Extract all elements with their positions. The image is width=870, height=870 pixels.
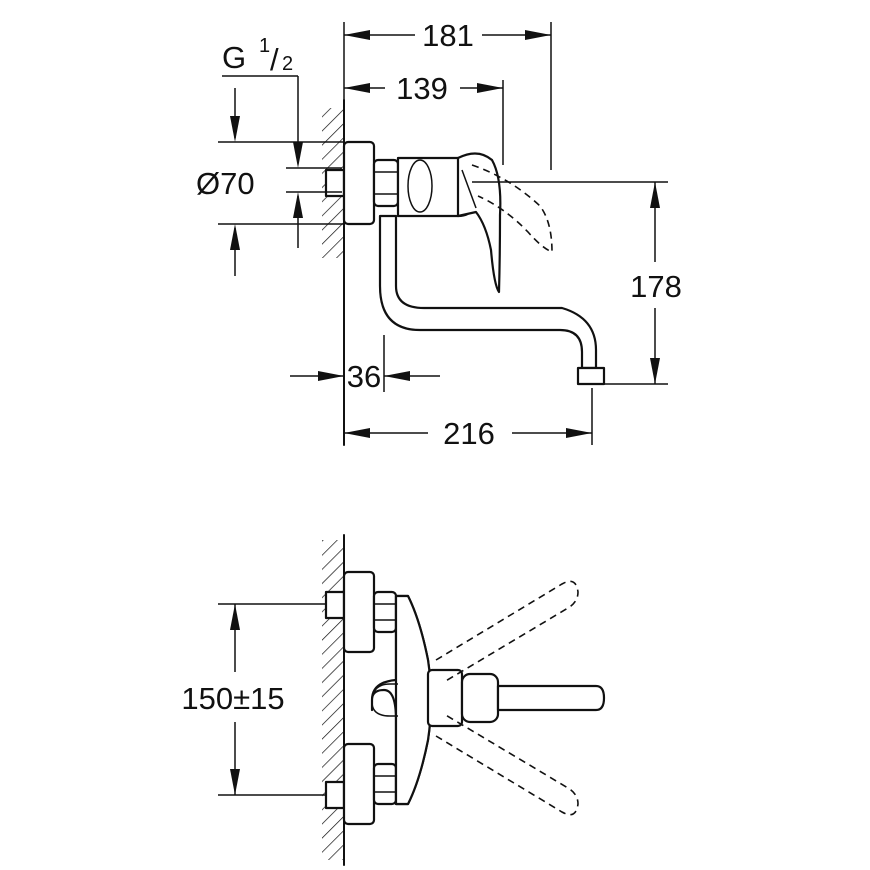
wall-side xyxy=(322,99,345,446)
thread-denominator: 2 xyxy=(282,53,293,75)
thread-g-label: G xyxy=(222,40,246,75)
dimension-139-label: 139 xyxy=(396,71,448,106)
dimension-181-label: 181 xyxy=(422,18,474,53)
connector-lower xyxy=(324,742,398,826)
dimension-36-label: 36 xyxy=(347,359,381,394)
dimension-139: 139 xyxy=(344,71,504,165)
wall-top xyxy=(322,534,345,866)
dimension-150-label: 150±15 xyxy=(181,681,284,716)
dimension-36: 36 xyxy=(290,335,440,394)
dimension-181: 181 xyxy=(343,18,552,170)
dimension-216-label: 216 xyxy=(443,416,495,451)
side-view: 181 139 G 1 / 2 xyxy=(196,18,682,451)
spout-side xyxy=(378,214,606,386)
svg-text:/: / xyxy=(270,42,279,77)
dimension-178-label: 178 xyxy=(630,269,682,304)
connector-upper xyxy=(324,570,398,654)
dimension-diameter: Ø70 xyxy=(196,88,344,276)
dimension-150: 150±15 xyxy=(181,603,326,796)
dimension-178: 178 xyxy=(472,181,682,385)
dimension-216: 216 xyxy=(344,388,593,451)
mixer-body-top xyxy=(370,594,433,806)
lever-top xyxy=(426,668,606,728)
thread-label: G 1 / 2 xyxy=(222,35,342,248)
connector-side xyxy=(324,140,400,226)
top-view: 150±15 xyxy=(181,534,606,866)
lever-rotation-dashed xyxy=(435,580,579,816)
thread-numerator: 1 xyxy=(259,35,270,57)
dimension-diameter-label: Ø70 xyxy=(196,166,255,201)
lever-side xyxy=(456,152,502,294)
lever-open-dashed xyxy=(471,164,553,254)
